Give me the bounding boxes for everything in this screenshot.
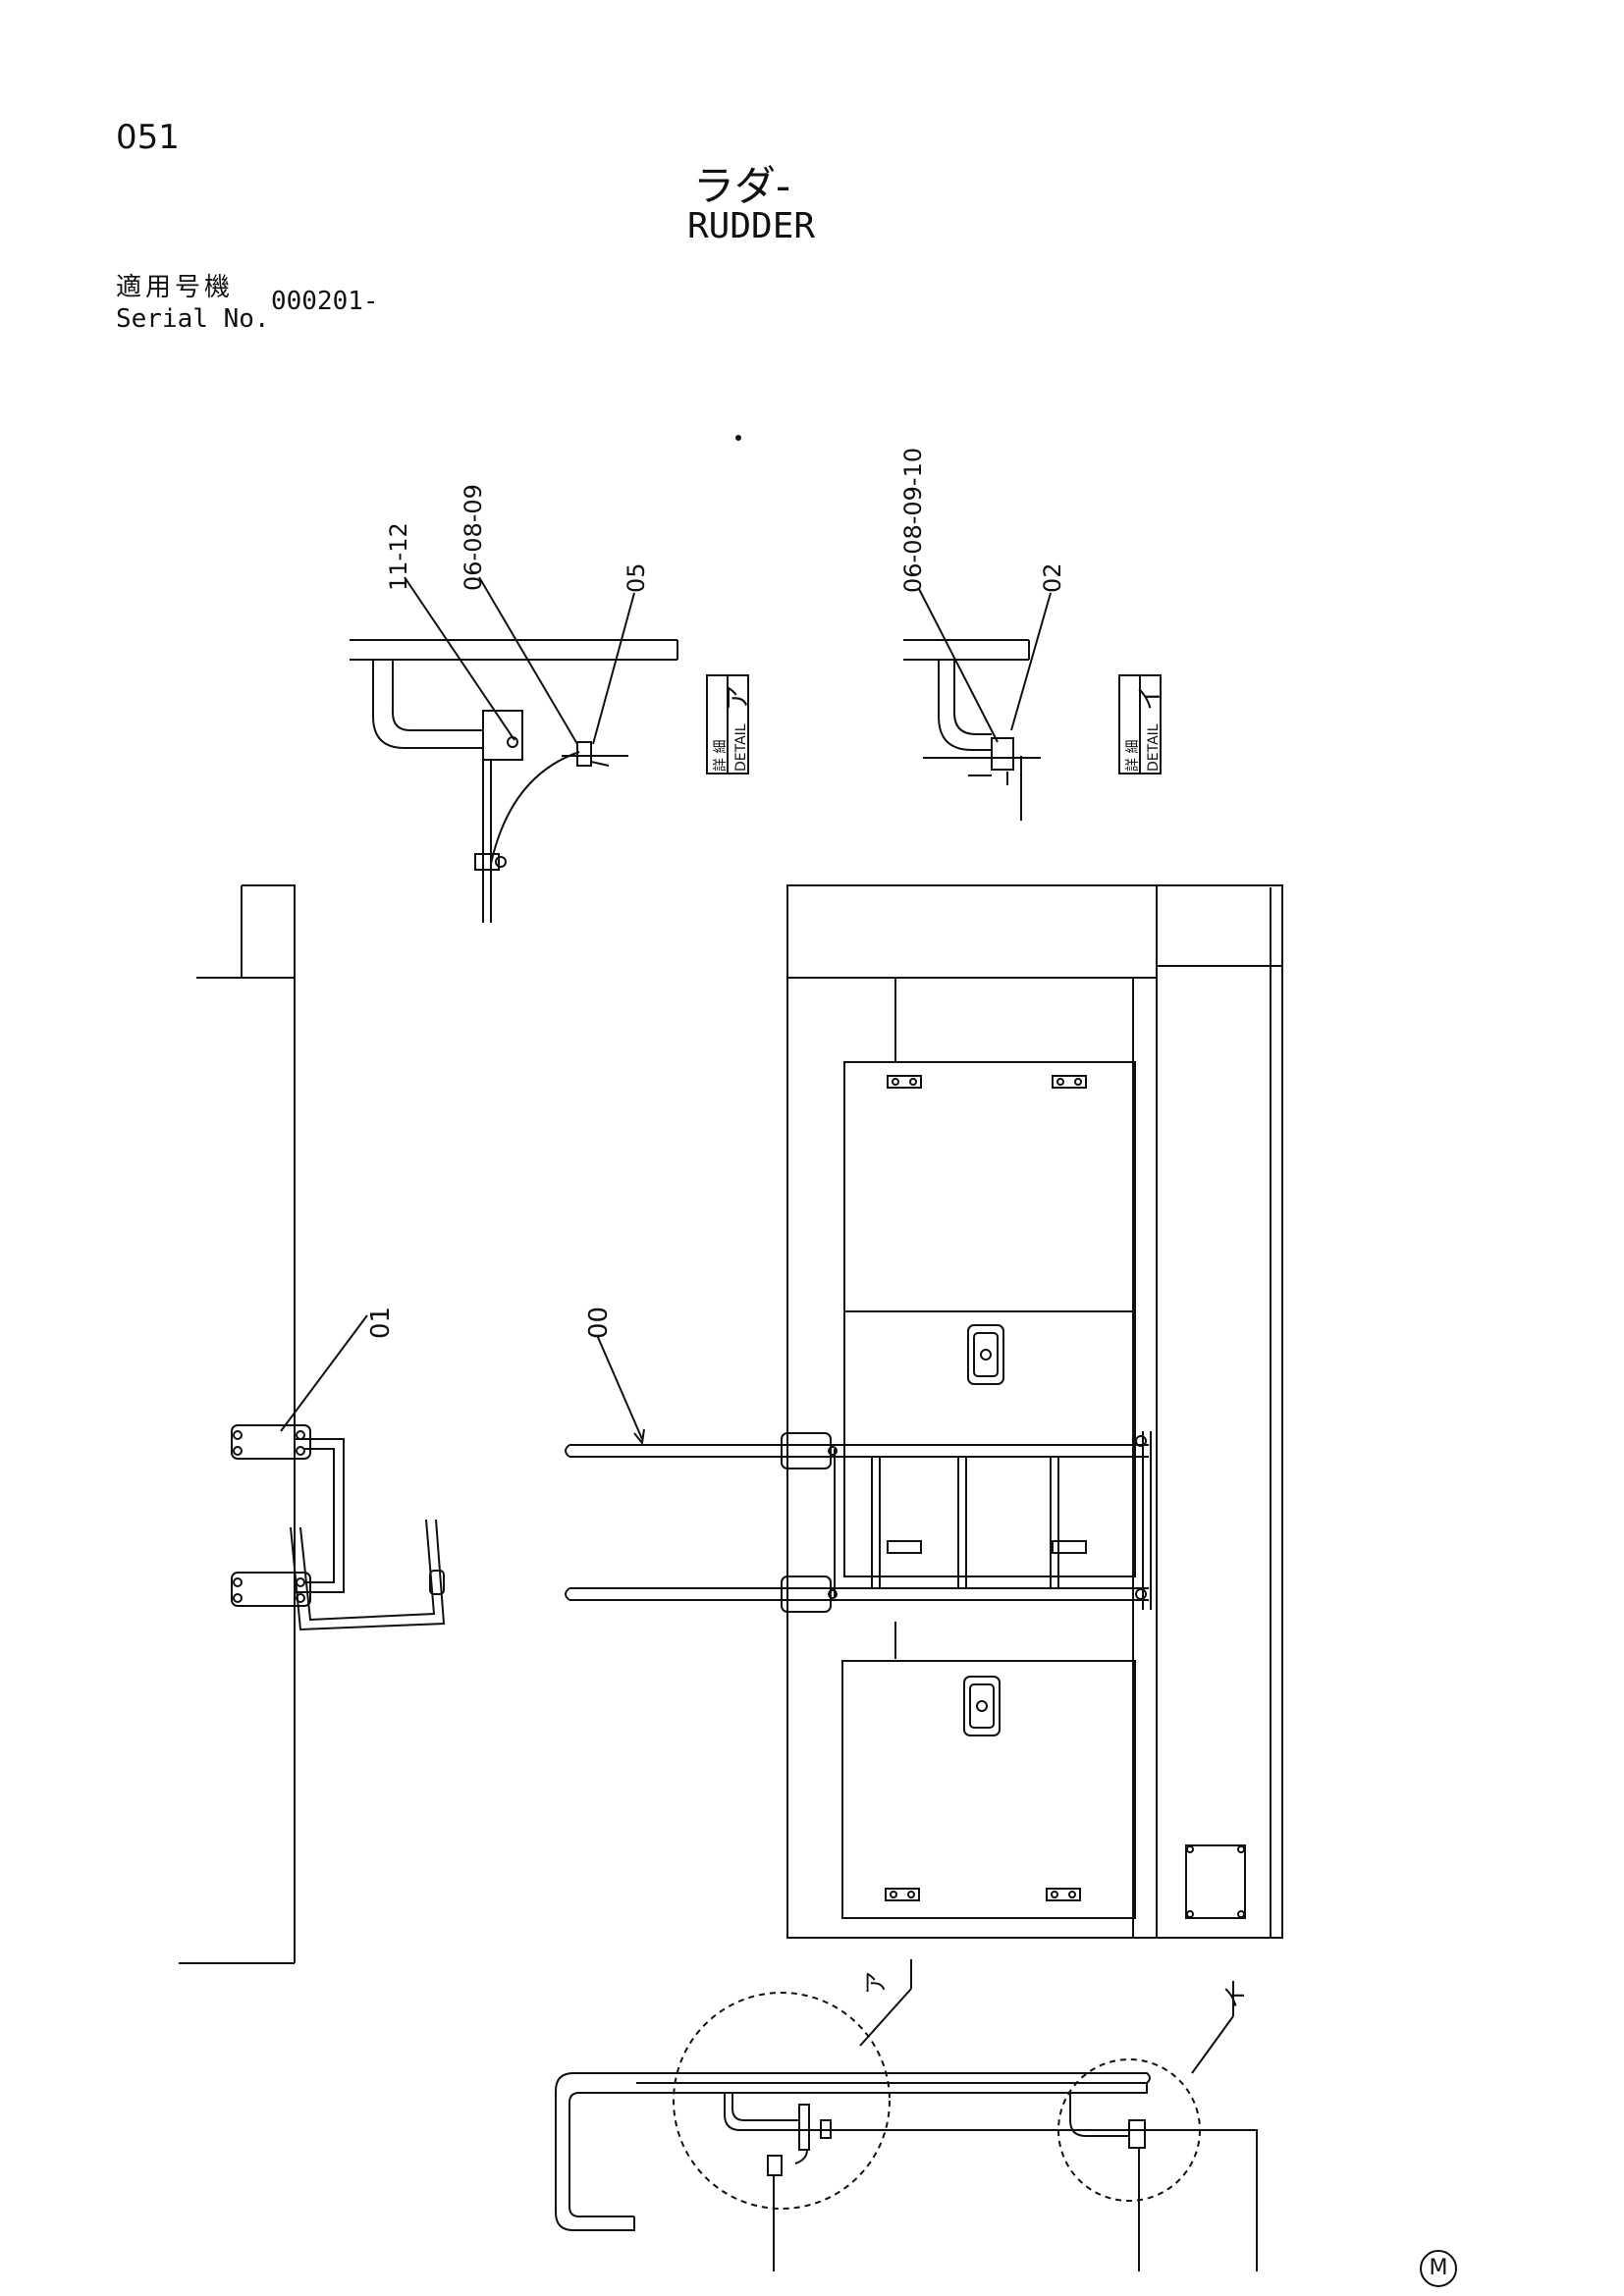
detail-b-label-jp: 詳 細 bbox=[1125, 740, 1141, 772]
serial-value: 000201- bbox=[271, 287, 379, 316]
title-japanese: ラダ- bbox=[693, 162, 791, 210]
front-view-ladder bbox=[565, 884, 1283, 1939]
serial-label-japanese: 適用号機 bbox=[116, 273, 235, 302]
detail-a-label-en: DETAIL bbox=[733, 723, 749, 772]
callout-11-12: 11-12 bbox=[385, 522, 412, 591]
bubble-b-mark: イ bbox=[1221, 1985, 1249, 2008]
bubble-a-mark: ア bbox=[862, 1971, 890, 1995]
manual-mark-icon: M bbox=[1420, 2250, 1457, 2287]
detail-b-view bbox=[903, 639, 1041, 821]
callout-06-08-09-10: 06-08-09-10 bbox=[899, 448, 927, 593]
callout-01: 01 bbox=[366, 1307, 396, 1339]
detail-a-label-jp: 詳 細 bbox=[713, 740, 729, 772]
callout-05: 05 bbox=[623, 562, 650, 593]
callout-06-08-09-a: 06-08-09 bbox=[460, 484, 487, 591]
detail-a-view bbox=[350, 639, 678, 923]
page-number: 051 bbox=[116, 118, 180, 157]
title-english: RUDDER bbox=[687, 206, 816, 246]
detail-b-mark: イ bbox=[1136, 685, 1165, 711]
callout-02: 02 bbox=[1039, 562, 1066, 593]
callout-00: 00 bbox=[584, 1307, 614, 1339]
detail-b-label-en: DETAIL bbox=[1146, 723, 1162, 772]
side-view-ladder bbox=[179, 884, 446, 1964]
detail-a-mark: ア bbox=[724, 685, 753, 711]
serial-label-english: Serial No. bbox=[116, 304, 270, 334]
plan-view bbox=[555, 2072, 1258, 2271]
